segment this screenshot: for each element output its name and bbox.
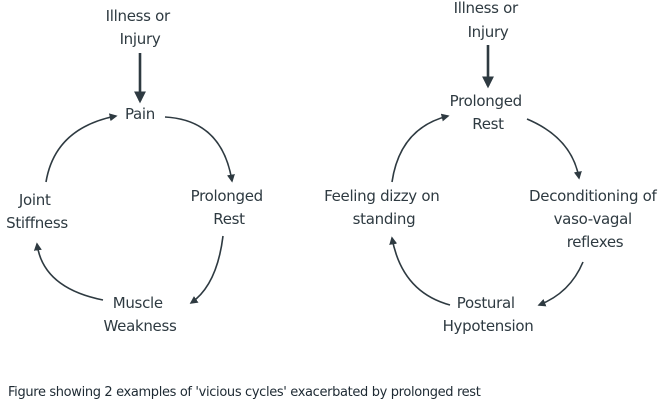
right-arrow-deconditioning-to-hypotension bbox=[537, 261, 584, 307]
left-arrow-stiffness-to-pain bbox=[45, 113, 118, 183]
left-arrow-rest-to-weakness bbox=[189, 235, 224, 304]
right-node-postural-hypotension: Postural Hypotension bbox=[443, 294, 534, 335]
left-arrow-pain-to-rest bbox=[164, 116, 235, 183]
left-node-prolonged-rest: Prolonged Rest bbox=[191, 187, 268, 228]
left-node-muscle-weakness: Muscle Weakness bbox=[103, 294, 177, 335]
right-node-prolonged-rest: Prolonged Rest bbox=[450, 92, 527, 133]
left-trigger-label: Illness or Injury bbox=[106, 7, 175, 48]
right-arrow-rest-to-deconditioning bbox=[526, 118, 582, 180]
figure-caption: Figure showing 2 examples of 'vicious cy… bbox=[8, 385, 481, 400]
right-arrow-dizzy-to-rest bbox=[391, 113, 450, 183]
right-trigger-label: Illness or Injury bbox=[454, 0, 523, 41]
right-arrow-hypotension-to-dizzy bbox=[389, 236, 451, 306]
right-cycle: Illness or Injury Prolonged Rest Decondi… bbox=[324, 0, 661, 335]
left-arrow-weakness-to-stiffness bbox=[33, 242, 104, 301]
right-node-deconditioning: Deconditioning of vaso-vagal reflexes bbox=[529, 187, 661, 251]
right-node-feeling-dizzy: Feeling dizzy on standing bbox=[324, 187, 444, 228]
left-cycle: Illness or Injury Pain Prolonged Rest Mu… bbox=[6, 7, 268, 335]
left-node-pain: Pain bbox=[125, 105, 155, 123]
left-node-joint-stiffness: Joint Stiffness bbox=[6, 191, 68, 232]
